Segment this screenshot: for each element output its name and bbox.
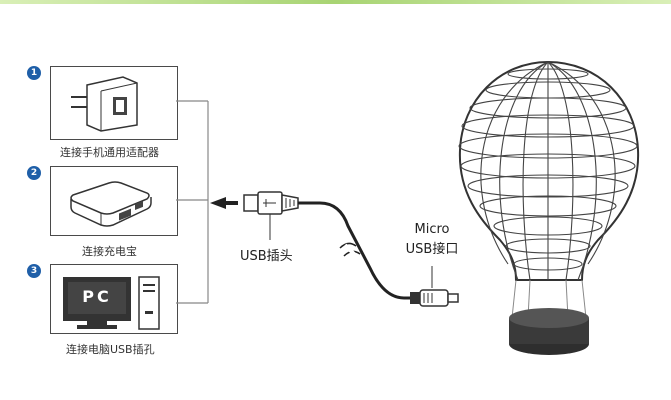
usb-cable (298, 201, 412, 300)
usb-plug-label: USB插头 (240, 249, 293, 264)
left-arrow-icon (210, 197, 238, 209)
usb-plug-icon (243, 191, 299, 215)
wall-adapter-icon (71, 76, 138, 132)
adapter-box (50, 66, 178, 140)
micro-usb-label-line1: Micro (414, 222, 450, 237)
computer-box: PC (50, 264, 178, 334)
option-3-caption: 连接电脑USB插孔 (66, 343, 155, 356)
step-badge-1: 1 (27, 66, 41, 80)
lamp-stand-lines (511, 279, 587, 319)
step-badge-3: 3 (27, 264, 41, 278)
pc-screen-text: PC (82, 287, 112, 306)
option-1-caption: 连接手机通用适配器 (60, 146, 159, 159)
micro-usb-plug-icon (410, 289, 459, 307)
source-bracket (176, 100, 209, 304)
top-accent-bar (0, 0, 671, 4)
lamp-base (509, 308, 589, 355)
power-bank-box (50, 166, 178, 236)
micro-usb-label-line2: USB接口 (405, 242, 459, 257)
option-2-caption: 连接充电宝 (82, 245, 137, 258)
lamp-bulb (458, 60, 640, 281)
step-badge-2: 2 (27, 166, 41, 180)
power-bank-icon (70, 181, 152, 227)
computer-icon (63, 276, 160, 330)
